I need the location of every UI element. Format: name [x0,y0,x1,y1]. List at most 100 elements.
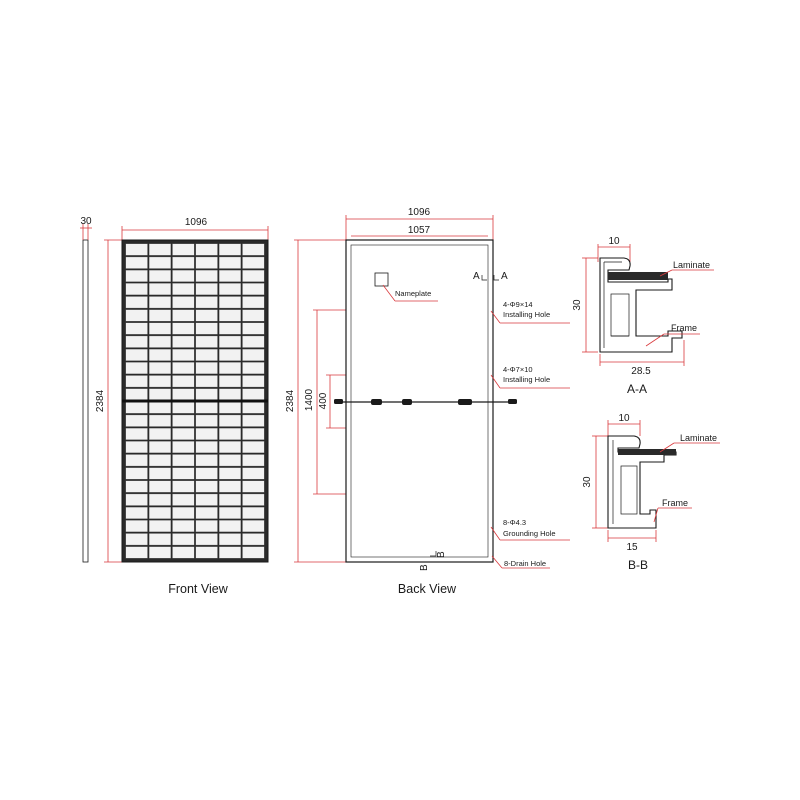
solar-cell [218,454,242,467]
solar-cell [172,533,195,546]
solar-cell [172,401,195,414]
solar-cell [242,506,265,519]
aa-laminate [608,272,668,280]
bb-frame-label: Frame [662,498,688,508]
solar-cell [125,269,148,282]
solar-cell [125,533,148,546]
solar-cell [218,533,242,546]
solar-cell [148,441,172,454]
bb-title: B-B [628,558,648,572]
solar-cell [148,414,172,427]
solar-cell [218,322,242,335]
solar-cell [148,467,172,480]
solar-cell [195,309,218,322]
solar-cell [172,375,195,388]
back-view: 1096 1057 2384 1400 400 Nameplate A A 4-… [285,207,570,596]
bb-laminate-label: Laminate [680,433,717,443]
solar-cell [218,243,242,256]
section-b-marker-2: B [436,551,447,558]
solar-cell [148,283,172,296]
solar-cell [172,520,195,533]
solar-cell [242,283,265,296]
solar-cell [148,335,172,348]
solar-cell [172,348,195,361]
solar-cell [125,348,148,361]
solar-cell [195,243,218,256]
solar-cell [218,493,242,506]
solar-cell [172,296,195,309]
installing-hole-spec-1: 4-Φ9×14 [503,300,533,309]
aa-laminate-label: Laminate [673,260,710,270]
solar-cell [242,401,265,414]
bb-height-label: 30 [582,476,593,488]
solar-cell [195,493,218,506]
solar-cell [125,520,148,533]
solar-cell [242,335,265,348]
solar-cell [218,546,242,559]
back-height-label: 2384 [285,389,296,412]
aa-inner-channel [610,293,630,337]
solar-cell [242,375,265,388]
solar-cell [125,362,148,375]
solar-cell [125,296,148,309]
solar-cell [195,427,218,440]
solar-cell [218,441,242,454]
solar-cell [125,506,148,519]
solar-cell [148,427,172,440]
solar-cell [172,309,195,322]
section-b-marker: B [419,564,430,571]
solar-cell [148,348,172,361]
junction-box-center [402,399,412,405]
solar-cell [242,520,265,533]
solar-cell [172,335,195,348]
solar-cell [242,388,265,401]
solar-cell [218,335,242,348]
aa-frame-label: Frame [671,323,697,333]
solar-cell [172,441,195,454]
solar-cell [195,467,218,480]
solar-cell [218,388,242,401]
solar-cell [125,375,148,388]
solar-cell [195,362,218,375]
solar-cell [218,348,242,361]
solar-cell [148,506,172,519]
aa-title: A-A [627,382,647,396]
cable-connector-left [334,399,343,404]
solar-cell [195,520,218,533]
solar-cell [148,546,172,559]
junction-box-left [371,399,382,405]
section-a-right-marker: A [501,271,508,282]
solar-cell [195,546,218,559]
solar-cell [218,467,242,480]
solar-cell [242,427,265,440]
solar-cell [218,480,242,493]
solar-cell [195,335,218,348]
solar-cell [172,283,195,296]
bb-inner-channel [620,465,638,515]
solar-cell [172,388,195,401]
solar-cell [172,256,195,269]
solar-cell [148,362,172,375]
side-profile: 30 [80,216,92,563]
solar-cell [148,322,172,335]
solar-cell [172,546,195,559]
solar-cell [242,467,265,480]
solar-cell [195,283,218,296]
solar-cell [172,480,195,493]
installing-hole-name-1: Installing Hole [503,310,550,319]
solar-cell [242,362,265,375]
grounding-hole-name: Grounding Hole [503,529,556,538]
drain-hole-label: 8-Drain Hole [504,559,546,568]
solar-cell [195,401,218,414]
solar-cell [195,269,218,282]
back-view-title: Back View [398,582,457,596]
solar-cell [125,401,148,414]
solar-cell [172,427,195,440]
solar-cell [242,256,265,269]
solar-cell [242,441,265,454]
front-view-title: Front View [168,582,228,596]
back-width-label: 1096 [408,207,431,218]
nameplate-label: Nameplate [395,289,431,298]
front-view: 1096 2384 Front View [95,217,269,596]
